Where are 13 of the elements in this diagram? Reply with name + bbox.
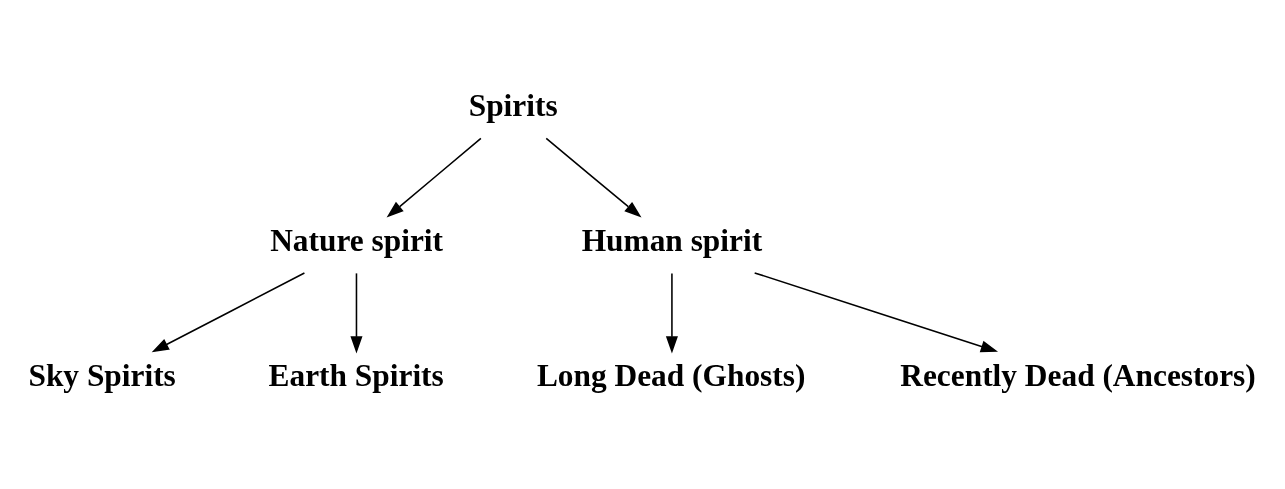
arrow [386, 137, 482, 218]
node-text: Human spirit [581, 222, 763, 258]
node-text: Earth Spirits [268, 357, 444, 393]
arrow [545, 137, 642, 218]
arrow [665, 272, 678, 354]
node-text: Spirits [468, 87, 558, 123]
node-text: Nature spirit [270, 222, 443, 258]
node-text: Long Dead (Ghosts) [536, 357, 806, 393]
arrow [151, 272, 306, 353]
node-text: Recently Dead (Ancestors) [900, 357, 1256, 393]
node-text: Sky Spirits [28, 357, 176, 393]
arrow [350, 272, 363, 354]
arrow [753, 272, 999, 353]
